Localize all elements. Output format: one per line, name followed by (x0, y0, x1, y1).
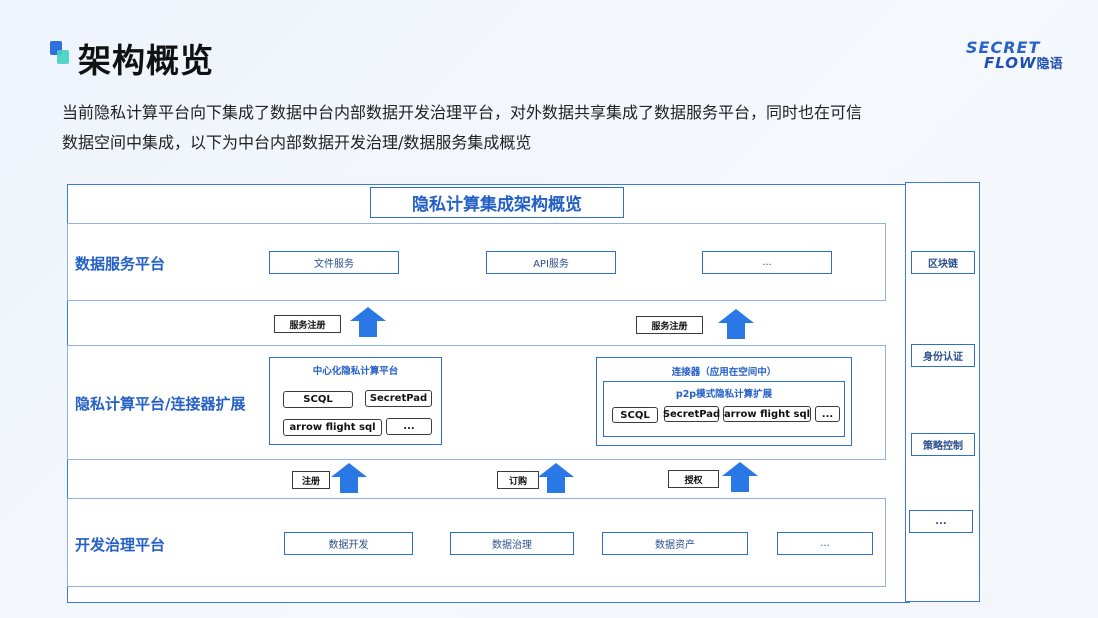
dev-more-box: ... (777, 532, 873, 555)
logo-bottom: FLOW隐语 (984, 53, 1063, 72)
description-line-1: 当前隐私计算平台向下集成了数据中台内部数据开发治理平台，对外数据共享集成了数据服… (62, 103, 863, 122)
data-dev-box: 数据开发 (284, 532, 413, 555)
logo-top-text: SECRET (966, 38, 1041, 57)
file-service-box: 文件服务 (269, 251, 399, 274)
authorize-tag: 授权 (668, 470, 719, 488)
page-title: 架构概览 (78, 41, 214, 80)
central-platform-title: 中心化隐私计算平台 (312, 366, 399, 377)
register-tag: 注册 (292, 471, 330, 489)
p2p-extension-title: p2p模式隐私计算扩展 (675, 389, 773, 400)
central-chip-secretpad: SecretPad (365, 390, 432, 407)
blockchain-box: 区块链 (911, 251, 975, 274)
up-arrow-2 (718, 309, 754, 339)
p2p-chip-arrow-flight-sql: arrow flight sql (723, 406, 811, 422)
up-arrow-4 (538, 463, 574, 493)
diagram-title: 隐私计算集成架构概览 (370, 187, 624, 218)
data-governance-box: 数据治理 (450, 532, 574, 555)
central-chip-more: ... (386, 418, 432, 435)
side-column (905, 182, 980, 602)
data-asset-box: 数据资产 (602, 532, 748, 555)
side-more-box: ... (909, 510, 973, 533)
secretflow-logo: SECRET FLOW隐语 (966, 38, 1066, 72)
privacy-label: 隐私计算平台/连接器扩展 (75, 395, 246, 413)
service-register-tag-2: 服务注册 (636, 316, 703, 334)
logo-bottom-cn: 隐语 (1036, 57, 1063, 72)
more-service-box: ... (702, 251, 832, 274)
title-mark-teal (57, 50, 69, 64)
description-line-2: 数据空间中集成，以下为中台内部数据开发治理/数据服务集成概览 (62, 133, 532, 152)
order-tag: 订购 (497, 471, 539, 489)
central-chip-scql: SCQL (283, 391, 353, 408)
p2p-chip-secretpad: SecretPad (663, 406, 720, 422)
api-service-box: API服务 (486, 251, 616, 274)
p2p-chip-more: ... (815, 406, 840, 422)
logo-bottom-latin: FLOW (984, 54, 1037, 72)
up-arrow-3 (331, 463, 367, 493)
up-arrow-1 (350, 307, 386, 337)
identity-auth-box: 身份认证 (911, 344, 975, 367)
data-service-label: 数据服务平台 (75, 255, 166, 273)
central-chip-arrow-flight-sql: arrow flight sql (283, 419, 382, 436)
up-arrow-5 (722, 462, 758, 492)
p2p-chip-scql: SCQL (612, 407, 658, 423)
policy-control-box: 策略控制 (911, 433, 975, 456)
service-register-tag-1: 服务注册 (274, 315, 341, 333)
dev-label: 开发治理平台 (75, 536, 166, 554)
connector-title: 连接器（应用在空间中） (671, 367, 777, 378)
